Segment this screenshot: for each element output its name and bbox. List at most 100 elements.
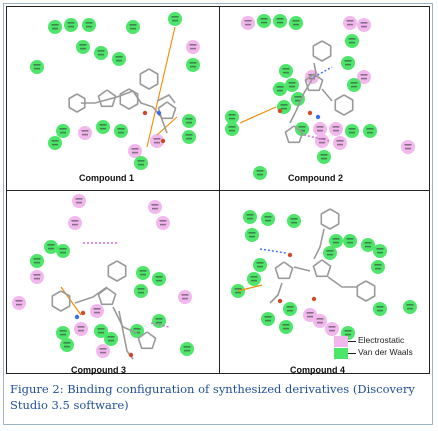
residue-disc-fill <box>168 12 182 26</box>
residue-glyph-mark <box>360 22 368 24</box>
residue-disc-fill <box>403 300 417 314</box>
ligand-atom <box>287 252 293 258</box>
residue-glyph-mark <box>288 82 296 84</box>
residue-glyph-mark <box>190 65 196 68</box>
residue-disc-fill <box>150 134 164 148</box>
van-der-waals-swatch-icon <box>334 348 348 359</box>
residue-glyph-mark <box>131 148 139 150</box>
residue-glyph-mark <box>153 138 161 140</box>
ligand-atom <box>128 352 134 358</box>
residue-glyph-mark <box>60 131 66 134</box>
residue-glyph-mark <box>186 137 192 140</box>
residue-disc-icon <box>241 16 255 30</box>
residue-glyph-mark <box>248 232 256 234</box>
legend-item-van-der-waals: Van der Waals <box>334 347 434 360</box>
residue-disc-icon <box>186 58 200 72</box>
residue-glyph-mark <box>107 336 115 338</box>
residue-glyph-mark <box>15 300 23 302</box>
residue-glyph-mark <box>133 328 141 330</box>
residue-disc-icon <box>373 302 387 316</box>
residue-glyph-mark <box>63 342 71 344</box>
residue-disc-fill <box>78 126 92 140</box>
residue-glyph-mark <box>75 198 83 200</box>
residue-glyph-mark <box>351 85 357 88</box>
residue-disc-icon <box>30 254 44 268</box>
residue-disc-fill <box>56 326 70 340</box>
residue-glyph-mark <box>318 138 326 140</box>
residue-disc-fill <box>104 332 118 346</box>
residue-glyph-mark <box>51 24 59 26</box>
residue-glyph-mark <box>332 238 340 240</box>
ligand-bond <box>81 90 168 134</box>
residue-disc-fill <box>225 110 239 124</box>
residue-disc-icon <box>94 46 108 60</box>
residue-glyph-mark <box>292 20 300 22</box>
residue-glyph-mark <box>228 126 236 128</box>
residue-disc-icon <box>56 244 70 258</box>
interaction-line <box>150 322 170 328</box>
residue-disc-fill <box>279 320 293 334</box>
residue-disc-icon <box>178 290 192 304</box>
residue-disc-fill <box>64 18 78 32</box>
residue-glyph-mark <box>33 258 41 260</box>
residue-glyph-mark <box>228 114 236 116</box>
residue-disc-fill <box>156 216 170 230</box>
residue-glyph-mark <box>374 264 382 266</box>
residue-disc-fill <box>325 322 339 336</box>
residue-disc-icon <box>78 126 92 140</box>
residue-disc-fill <box>287 214 301 228</box>
residue-disc-fill <box>74 322 88 336</box>
residue-glyph-mark <box>282 324 290 326</box>
residue-glyph-mark <box>60 333 66 336</box>
residue-disc-icon <box>104 332 118 346</box>
ligand-atom <box>307 110 313 116</box>
residue-disc-fill <box>323 246 337 260</box>
residue-disc-fill <box>317 150 331 164</box>
residue-glyph-mark <box>33 64 41 66</box>
residue-disc-icon <box>291 92 305 106</box>
residue-disc-fill <box>257 14 271 28</box>
residue-disc-fill <box>361 238 375 252</box>
residue-glyph-mark <box>283 327 289 330</box>
residue-disc-fill <box>225 122 239 136</box>
residue-disc-fill <box>329 234 343 248</box>
residue-glyph-mark <box>347 23 353 26</box>
panel-compound-2: Compound 2 <box>220 7 430 190</box>
residue-glyph-mark <box>189 44 197 46</box>
residue-glyph-mark <box>245 23 251 26</box>
residue-disc-fill <box>136 266 150 280</box>
residue-disc-icon <box>261 212 275 226</box>
residue-glyph-mark <box>321 157 327 160</box>
interaction-line <box>259 248 287 254</box>
residue-disc-fill <box>345 34 359 48</box>
residue-glyph-mark <box>155 318 163 320</box>
residue-disc-fill <box>401 140 415 154</box>
residue-disc-fill <box>112 52 126 66</box>
ligand-atom <box>74 314 80 320</box>
residue-glyph-mark <box>189 62 197 64</box>
residue-disc-icon <box>279 64 293 78</box>
residue-glyph-mark <box>344 60 352 62</box>
residue-glyph-mark <box>116 59 122 62</box>
residue-glyph-mark <box>140 273 146 276</box>
residue-glyph-mark <box>333 241 339 244</box>
residue-glyph-mark <box>33 274 41 276</box>
residue-disc-icon <box>112 52 126 66</box>
residue-disc-icon <box>182 130 196 144</box>
ligand-ring <box>97 89 117 108</box>
residue-glyph-mark <box>361 25 367 28</box>
residue-glyph-mark <box>364 242 372 244</box>
residue-glyph-mark <box>336 140 344 142</box>
residue-glyph-mark <box>129 24 137 26</box>
residue-glyph-mark <box>249 235 255 238</box>
residue-glyph-mark <box>154 141 160 144</box>
residue-glyph-mark <box>360 74 368 76</box>
residue-glyph-mark <box>34 67 40 70</box>
residue-disc-icon <box>289 16 303 30</box>
residue-disc-icon <box>401 140 415 154</box>
residue-glyph-mark <box>229 117 235 120</box>
residue-disc-fill <box>96 120 110 134</box>
residue-glyph-mark <box>52 143 58 146</box>
residue-glyph-mark <box>76 201 82 204</box>
residue-glyph-mark <box>306 312 314 314</box>
